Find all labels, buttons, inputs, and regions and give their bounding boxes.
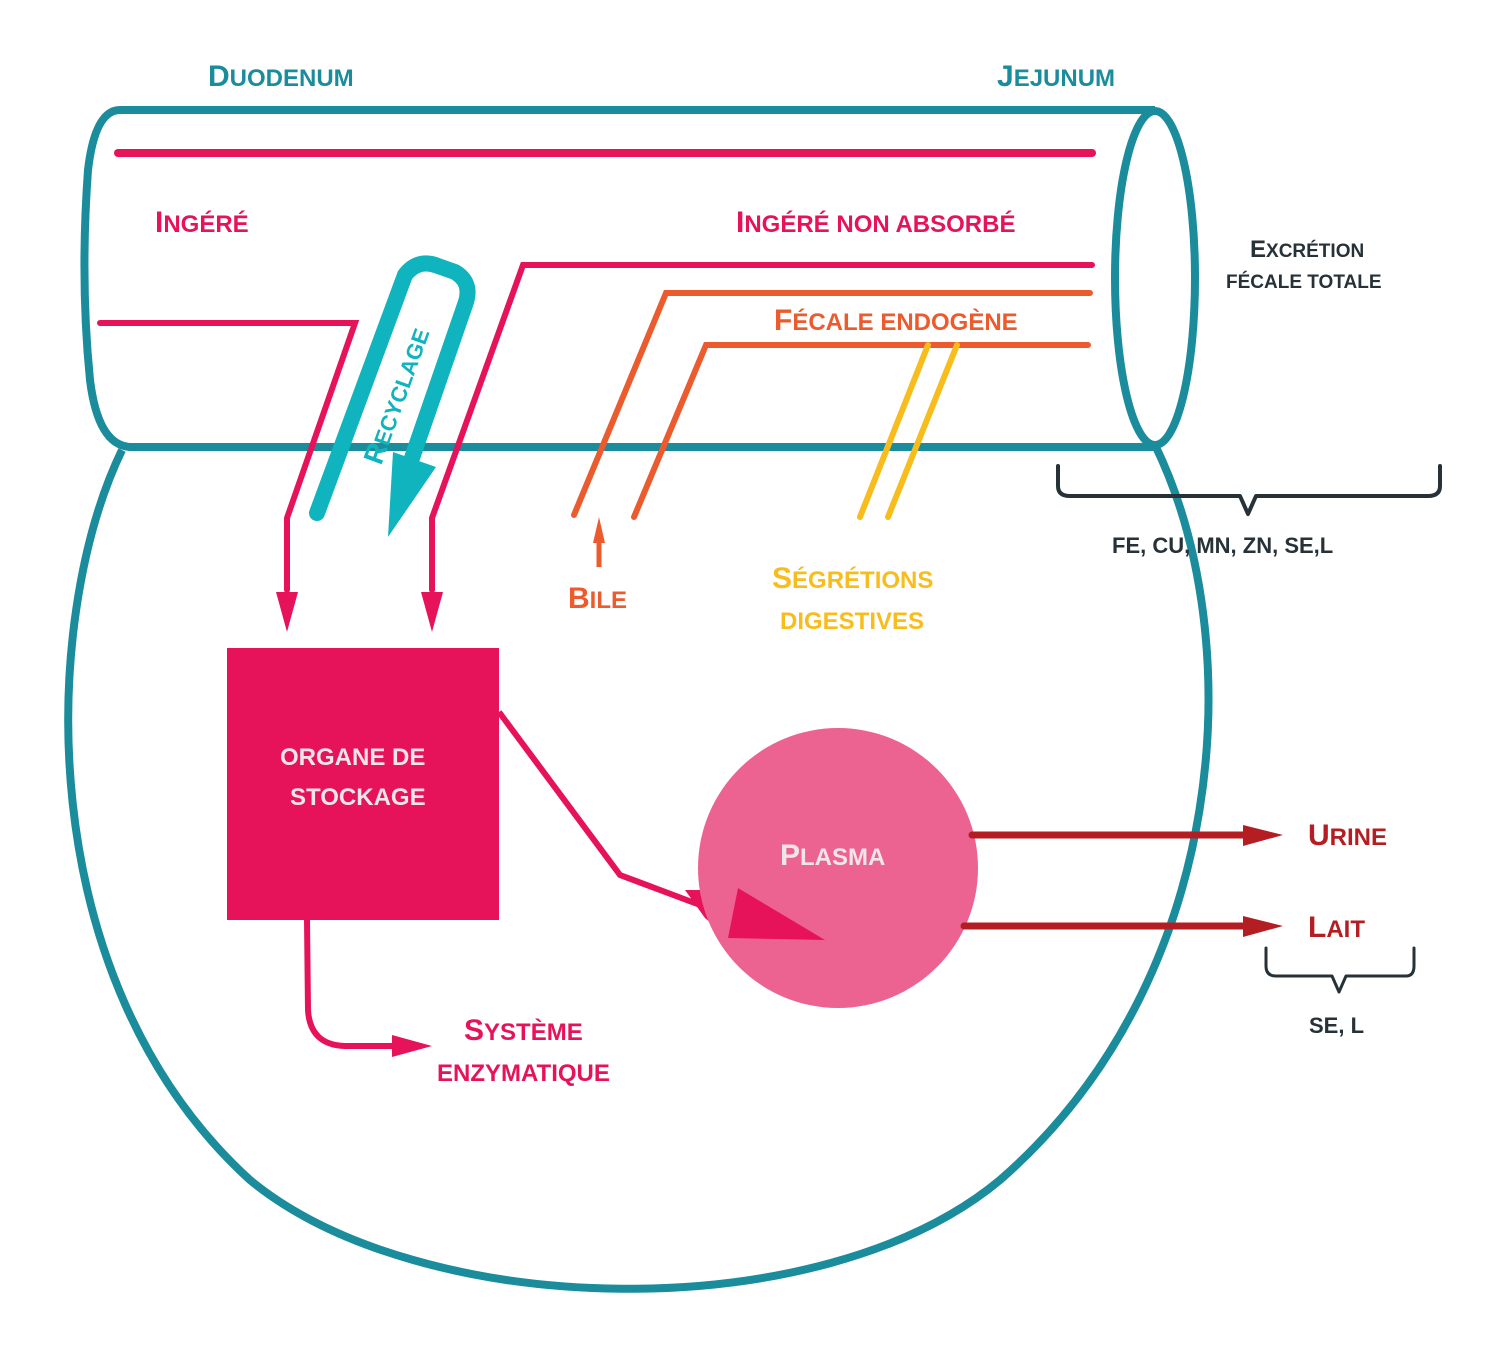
duodenum-label: DUODENUM [208, 60, 354, 93]
fecal-elements-brace [1056, 464, 1442, 516]
milk-label: LAIT [1308, 911, 1365, 944]
plasma-label: PLASMA [780, 839, 885, 872]
body-outline [64, 443, 1213, 1293]
digestive-secretions-label-line1: SÉGRÉTIONS [772, 562, 933, 595]
arrowhead-into-storage-left [276, 592, 298, 632]
fecal-endogenous-label: FÉCALE ENDOGÈNE [774, 304, 1018, 337]
recycling-arrow [309, 255, 476, 521]
storage-to-enzyme-path [304, 919, 395, 1049]
intestine-opening [1111, 107, 1199, 449]
milk-elements-brace [1264, 946, 1416, 994]
total-fecal-excretion-label-line1: EXCRÉTION [1250, 236, 1364, 263]
arrowhead-into-storage-right [421, 592, 443, 632]
storage-to-plasma-arrowhead-tip [728, 888, 825, 940]
storage-organ-box [227, 648, 499, 920]
ingested-absorption-path [97, 320, 360, 593]
total-fecal-excretion-label-line2: FÉCALE TOTALE [1226, 271, 1382, 293]
enzyme-arrowhead [392, 1035, 432, 1057]
storage-organ-label-line1: ORGANE DE [280, 744, 425, 771]
storage-to-plasma-path [496, 710, 702, 908]
recycling-arrowhead [388, 452, 436, 537]
bile-flow-line [571, 290, 1093, 518]
urine-arrowhead [1243, 825, 1283, 846]
ingested-label: INGÉRÉ [155, 206, 249, 239]
milk-arrowhead [1243, 916, 1283, 937]
endogenous-flow-line [631, 342, 1091, 520]
secretion-line-1 [857, 342, 931, 520]
digestive-secretions-label-line2: DIGESTIVES [780, 608, 924, 635]
ingested-not-absorbed-label: INGÉRÉ NON ABSORBÉ [736, 206, 1015, 239]
secretion-line-2 [885, 342, 960, 520]
enzyme-system-label-line1: SYSTÈME [464, 1014, 583, 1047]
milk-elements-label: SE, L [1309, 1013, 1364, 1038]
bile-arrowhead [593, 517, 605, 543]
intestine-tube [80, 106, 1155, 451]
storage-organ-label-line2: STOCKAGE [290, 784, 426, 811]
urine-label: URINE [1308, 819, 1387, 852]
ingested-not-absorbed-path [429, 262, 1095, 593]
jejunum-label: JEJUNUM [997, 60, 1115, 93]
fecal-elements-label: FE, CU, MN, ZN, SE,L [1112, 533, 1333, 558]
enzyme-system-label-line2: ENZYMATIQUE [437, 1060, 610, 1087]
bile-label: BILE [568, 582, 627, 615]
